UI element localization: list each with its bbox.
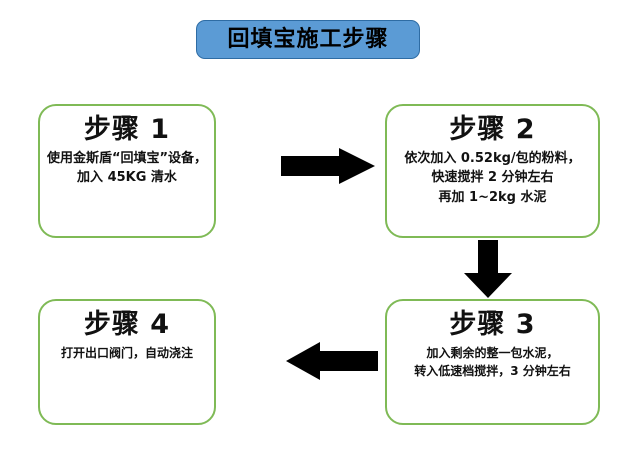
step-3-body-line-1: 加入剩余的整一包水泥， — [426, 345, 559, 360]
arrow-down-icon — [458, 240, 518, 298]
arrow-right-icon — [281, 148, 375, 184]
step-2-body-line-1: 依次加入 0.52kg/包的粉料， — [404, 150, 581, 166]
step-1-body: 使用金斯盾“回填宝”设备， 加入 45KG 清水 — [41, 149, 213, 188]
step-2-heading: 步骤 2 — [449, 114, 536, 145]
step-2-body-line-2: 快速搅拌 2 分钟左右 — [431, 170, 554, 186]
step-3-body: 加入剩余的整一包水泥， 转入低速档搅拌，3 分钟左右 — [408, 344, 577, 380]
step-1-body-line-2: 加入 45KG 清水 — [77, 170, 177, 186]
step-2-body-line-3: 再加 1~2kg 水泥 — [438, 189, 547, 205]
arrow-left-icon — [286, 342, 378, 380]
step-4-body: 打开出口阀门，自动浇注 — [55, 344, 199, 362]
diagram-title-text: 回填宝施工步骤 — [227, 26, 389, 52]
step-3-heading: 步骤 3 — [449, 309, 536, 340]
step-4-body-line-1: 打开出口阀门，自动浇注 — [60, 345, 193, 360]
step-card-1: 步骤 1 使用金斯盾“回填宝”设备， 加入 45KG 清水 — [38, 104, 216, 238]
step-card-2: 步骤 2 依次加入 0.52kg/包的粉料， 快速搅拌 2 分钟左右 再加 1~… — [385, 104, 600, 238]
step-card-3: 步骤 3 加入剩余的整一包水泥， 转入低速档搅拌，3 分钟左右 — [385, 299, 600, 425]
step-1-body-line-1: 使用金斯盾“回填宝”设备， — [46, 150, 208, 166]
step-card-4: 步骤 4 打开出口阀门，自动浇注 — [38, 299, 216, 425]
step-1-heading: 步骤 1 — [83, 114, 171, 145]
step-3-body-line-2: 转入低速档搅拌，3 分钟左右 — [414, 363, 571, 378]
step-2-body: 依次加入 0.52kg/包的粉料， 快速搅拌 2 分钟左右 再加 1~2kg 水… — [398, 149, 586, 208]
step-4-heading: 步骤 4 — [83, 309, 171, 340]
diagram-title-banner: 回填宝施工步骤 — [196, 20, 420, 59]
